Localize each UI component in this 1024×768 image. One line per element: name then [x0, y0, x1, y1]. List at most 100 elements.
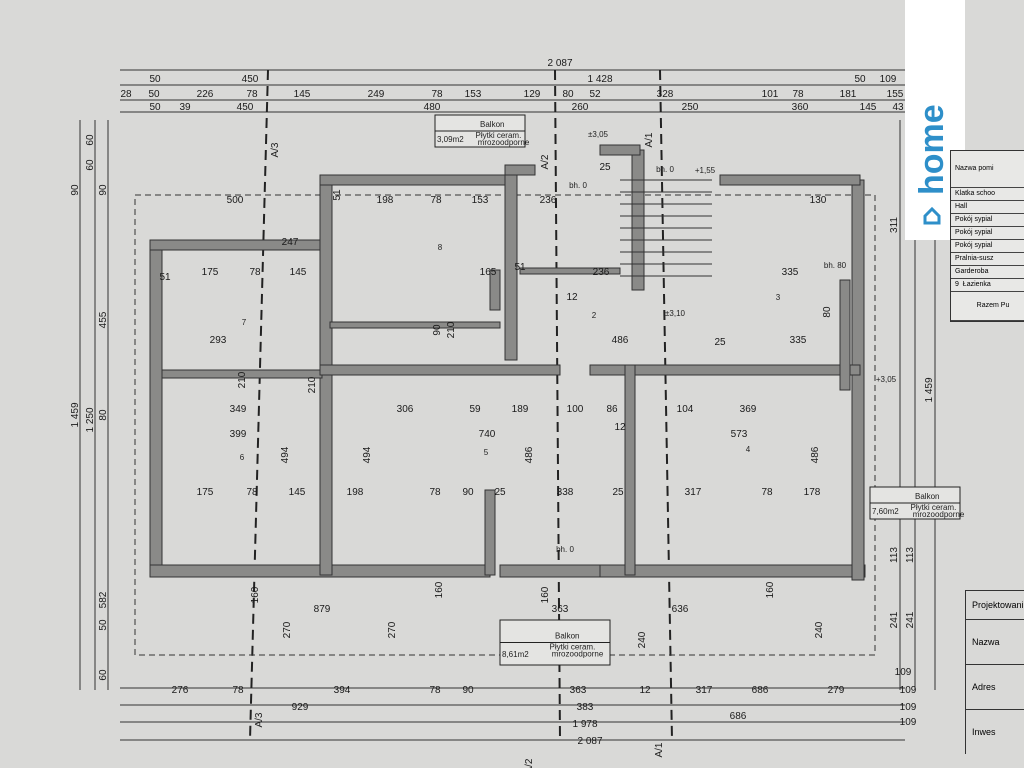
dimension-label: 80: [562, 89, 574, 100]
dimension-label: 279: [828, 685, 845, 696]
dimension-label: 60: [85, 159, 96, 171]
dimension-label: 360: [792, 102, 809, 113]
dimension-label: 189: [512, 404, 529, 415]
wall: [504, 164, 536, 176]
dimension-label: 100: [567, 404, 584, 415]
dimension-label: 78: [792, 89, 804, 100]
dimension-label: 500: [227, 195, 244, 206]
dimension-label: 78: [246, 89, 258, 100]
dimension-label: 145: [290, 267, 307, 278]
axis-label: A/2: [540, 154, 551, 169]
dimension-label: 78: [249, 267, 261, 278]
dimension-label: 317: [696, 685, 713, 696]
legend-row: Pokój sypial: [951, 227, 1024, 240]
dimension-label: 369: [740, 404, 757, 415]
wall: [589, 364, 861, 376]
room-number: 6: [240, 453, 245, 462]
dimension-label: 160: [250, 586, 261, 603]
dimension-label: 240: [814, 621, 825, 638]
dimension-label: 153: [465, 89, 482, 100]
dimension-label: 51: [332, 189, 343, 201]
level-marker: bh. 0: [569, 181, 587, 190]
dimension-label: 90: [462, 487, 474, 498]
dimension-label: 241: [905, 611, 916, 628]
wall: [599, 564, 866, 578]
dimension-label: 78: [431, 89, 443, 100]
legend-row-label: Łazienka: [962, 281, 991, 288]
dimension-label: 210: [237, 371, 248, 388]
room-number: 4: [746, 445, 751, 454]
dimension-label: 113: [889, 547, 900, 563]
dimension-label: 113: [905, 547, 916, 563]
dimension-label: 480: [424, 102, 441, 113]
dimension-label: 486: [612, 335, 629, 346]
wall: [489, 269, 501, 311]
dimension-label: 78: [232, 685, 244, 696]
dimension-label: 363: [570, 685, 587, 696]
dimension-label: 317: [685, 487, 702, 498]
title-block-name: Nazwa: [966, 619, 1024, 664]
wall: [851, 179, 865, 581]
axis-label: A/1: [644, 132, 655, 147]
balcony-area: 8,61m2: [502, 650, 529, 659]
balcony-finish: Płytki ceram. mrozoodporne: [550, 643, 604, 659]
legend-row-number: 9: [955, 281, 959, 288]
title-block: Projektowani Nazwa Adres Inwes: [965, 590, 1024, 754]
legend-row: Hall: [951, 201, 1024, 214]
logo-text: home: [913, 104, 951, 195]
dimension-label: 109: [900, 685, 917, 696]
dimension-label: 686: [752, 685, 769, 696]
dimension-label: 90: [462, 685, 474, 696]
dimension-label: 276: [172, 685, 189, 696]
dimension-label: 249: [368, 89, 385, 100]
legend-row: Pralnia-susz: [951, 253, 1024, 266]
dimension-label: 260: [572, 102, 589, 113]
dimension-label: 636: [672, 604, 689, 615]
dimension-label: 50: [854, 74, 866, 85]
dimension-label: 270: [282, 621, 293, 638]
legend-row: Garderoba: [951, 266, 1024, 279]
dimension-label: 78: [429, 487, 441, 498]
dimension-label: 50: [98, 619, 109, 631]
dimension-label: 51: [159, 272, 171, 283]
legend-row: Klatka schoo: [951, 188, 1024, 201]
dimension-label: 60: [98, 669, 109, 681]
dimension-label: 50: [148, 89, 160, 100]
title-block-designer: Projektowani: [966, 590, 1024, 619]
dimension-label: 306: [397, 404, 414, 415]
wall: [599, 144, 641, 156]
dimension-label: 335: [782, 267, 799, 278]
dimension-label: 236: [593, 267, 610, 278]
dimension-label: 12: [614, 422, 626, 433]
dimension-label: 78: [429, 685, 441, 696]
legend-header: Nazwa pomi: [951, 151, 1024, 188]
dimension-label: 109: [900, 702, 917, 713]
dimension-label: 155: [887, 89, 904, 100]
balcony-area: 3,09m2: [437, 135, 464, 144]
dimension-label: 90: [70, 184, 81, 196]
dimension-label: 25: [494, 487, 506, 498]
dimension-label: 2 087: [577, 736, 602, 747]
dimension-label: 349: [230, 404, 247, 415]
legend-row: Pokój sypial: [951, 240, 1024, 253]
dimension-label: 293: [210, 335, 227, 346]
wall: [631, 149, 645, 291]
room-number: 2: [592, 311, 597, 320]
dimension-label: 1 978: [572, 719, 597, 730]
dimension-label: 338: [557, 487, 574, 498]
dimension-label: 109: [900, 717, 917, 728]
wall: [499, 564, 601, 578]
walls: [149, 144, 866, 581]
dimension-label: 80: [822, 306, 833, 318]
dimension-label: 198: [347, 487, 364, 498]
dimension-label: 90: [98, 184, 109, 196]
dimension-label: 210: [446, 321, 457, 338]
axis-line: [249, 69, 269, 741]
dimension-label: 1 459: [70, 402, 81, 427]
dimension-label: 178: [804, 487, 821, 498]
axis-label: A/2: [524, 758, 535, 768]
dimension-label: 78: [761, 487, 773, 498]
dimension-label: 250: [682, 102, 699, 113]
legend-total: Razem Pu: [951, 292, 1024, 321]
